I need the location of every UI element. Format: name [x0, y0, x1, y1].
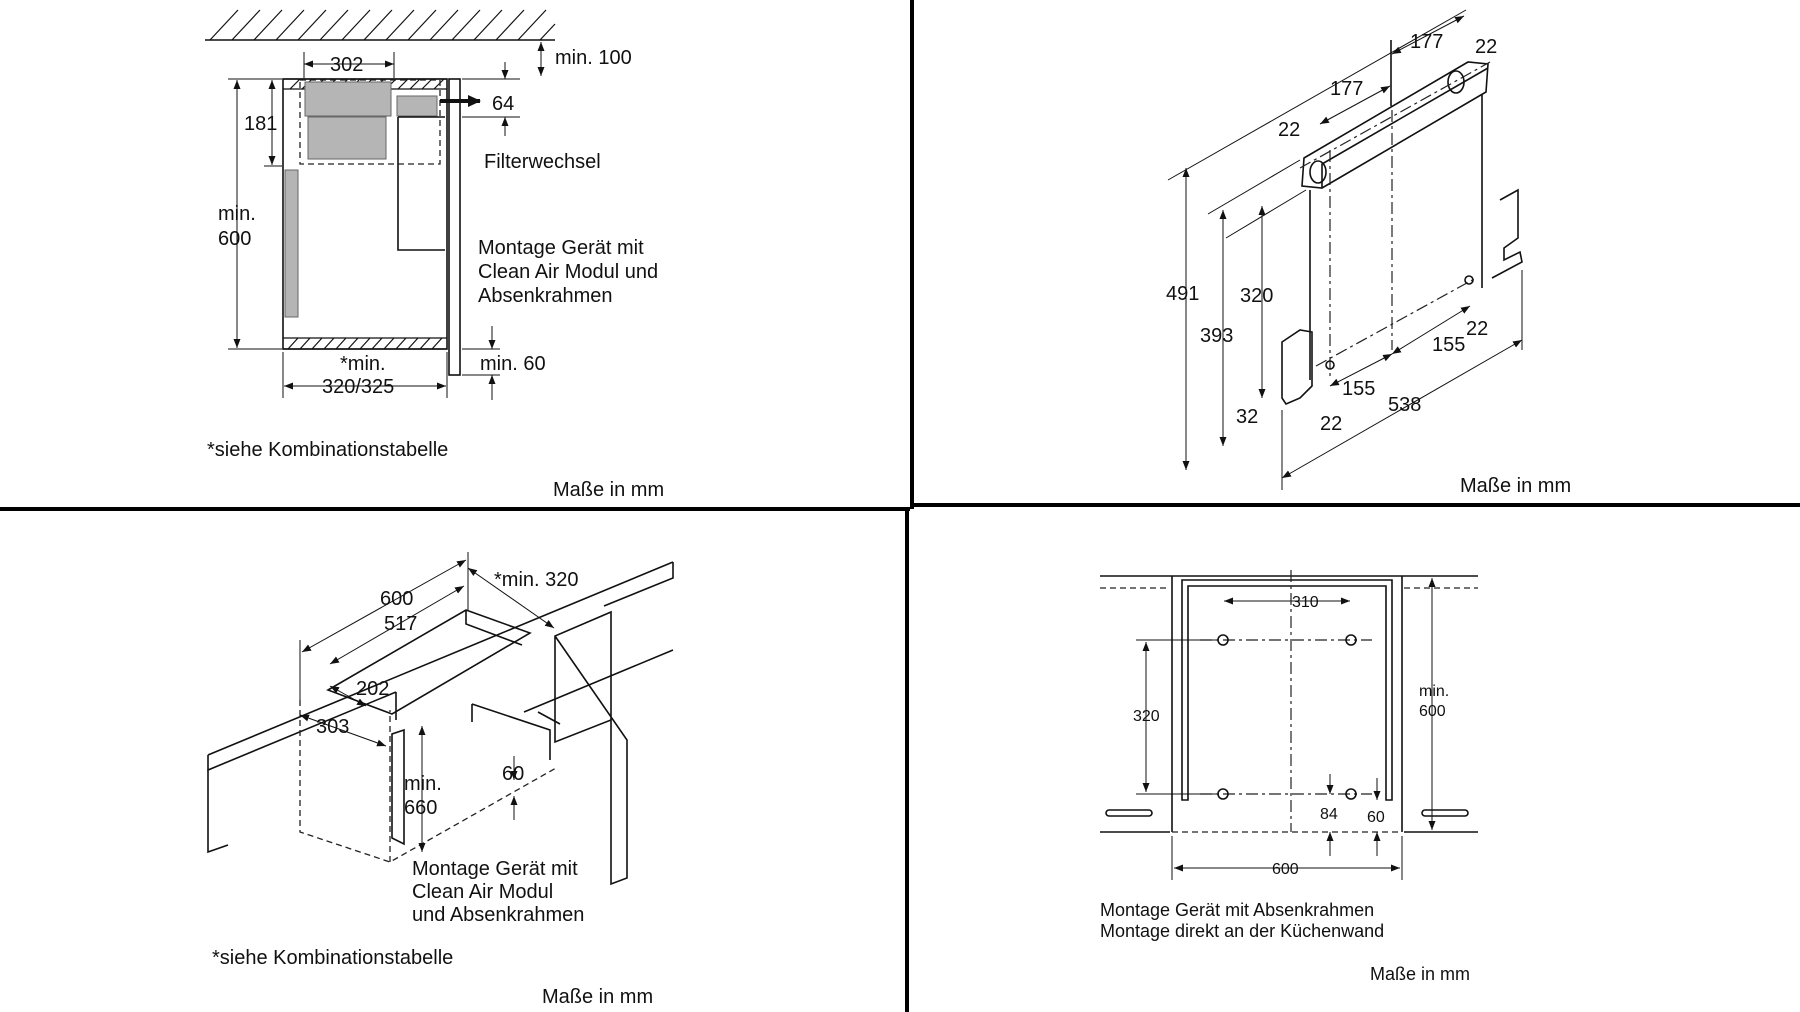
dim-min-320: *min. 320: [494, 569, 579, 591]
dim-22-top: 22: [1475, 36, 1497, 58]
mounting-hole-bottom-left: [1217, 788, 1229, 800]
mounting-note-line1: Montage Gerät mit Absenkrahmen: [1100, 900, 1374, 920]
dim-181: 181: [244, 113, 277, 135]
panel-bottom-right: 310 320 min. 600 84 60 600 Montage Gerät…: [1100, 570, 1478, 984]
dim-310: 310: [1292, 594, 1319, 611]
clean-air-module-upper: [304, 81, 392, 117]
dim-line-177-top: [1391, 15, 1465, 55]
dim-line-min320: [467, 567, 555, 629]
footnote-combination-table: *siehe Kombinationstabelle: [212, 947, 453, 969]
base-cabinet-outline: [299, 700, 557, 863]
dim-600-bottom: 600: [1272, 861, 1299, 878]
dim-177-top: 177: [1410, 31, 1443, 53]
dim-line-303: [299, 714, 387, 747]
centerline-top: [1299, 61, 1491, 169]
mounting-note-line2: Clean Air Modul: [412, 881, 553, 903]
dim-177-mid: 177: [1330, 78, 1363, 100]
mounting-hole-bottom-right: [1345, 788, 1357, 800]
lowering-frame: [397, 116, 445, 251]
cabinet-back: [471, 703, 551, 760]
dim-600-side: 600: [1419, 703, 1446, 720]
dim-line-538: [1281, 339, 1523, 479]
dim-min-60: min. 60: [480, 353, 546, 375]
dim-393: 393: [1200, 325, 1233, 347]
handle-left: [1105, 809, 1153, 817]
dim-303: 303: [316, 716, 349, 738]
dim-min-label: min.: [404, 773, 442, 795]
panel-top-left: 302 min. 100 64 181 min. 600 Filterwechs…: [205, 9, 664, 501]
dim-600: 600: [218, 228, 251, 250]
lowering-frame: [1181, 579, 1393, 801]
dim-min-label: min.: [218, 203, 256, 225]
dim-60: 60: [1367, 809, 1385, 826]
screw-hole-bottom-right: [1464, 275, 1474, 285]
dim-min-100: min. 100: [555, 47, 632, 69]
mounting-rail: [1301, 61, 1489, 189]
panel-bottom-left: 600 517 *min. 320 202 303 min. 660 60 Mo…: [207, 552, 674, 1008]
dim-320: 320: [1240, 285, 1273, 307]
clean-air-module-lower: [307, 116, 387, 160]
module-outline-dashed: [299, 79, 441, 165]
dim-302: 302: [330, 54, 363, 76]
dim-155-right: 155: [1432, 334, 1465, 356]
dim-320: 320: [1133, 708, 1160, 725]
dim-320-325: 320/325: [322, 376, 394, 398]
mounting-note-line1: Montage Gerät mit: [412, 858, 578, 880]
dim-202: 202: [356, 678, 389, 700]
panel-top-right: 177 22 177 22 491 393 320 155 22 155 32 …: [1166, 9, 1571, 497]
filterwechsel-label: Filterwechsel: [484, 151, 601, 173]
filter-outlet: [396, 95, 438, 117]
dim-22-right: 22: [1466, 318, 1488, 340]
mounting-hole-top-left: [1217, 634, 1229, 646]
side-bracket-left: [1281, 329, 1313, 405]
side-bracket-right: [1491, 188, 1523, 279]
dim-600: 600: [380, 588, 413, 610]
cabinet-bottom-hatch: [283, 337, 447, 350]
dim-60: 60: [502, 763, 524, 785]
worktop-front-edge: [207, 692, 397, 854]
dim-155-left: 155: [1342, 378, 1375, 400]
ceiling-hatch: [209, 9, 556, 41]
mounting-note-line2: Clean Air Modul und: [478, 261, 658, 283]
rail-hole-left: [1309, 160, 1327, 184]
dim-min-star: *min.: [340, 353, 386, 375]
dim-32: 32: [1236, 406, 1258, 428]
dim-84: 84: [1320, 806, 1338, 823]
dim-min-label: min.: [1419, 683, 1449, 700]
worktop: [207, 561, 674, 772]
mounting-note-line2: Montage direkt an der Küchenwand: [1100, 921, 1384, 941]
cabinet-right: [1401, 576, 1478, 833]
dim-22-bottom: 22: [1320, 413, 1342, 435]
footnote-combination-table: *siehe Kombinationstabelle: [207, 439, 448, 461]
cabinet-side-panel: [391, 728, 405, 846]
mounting-note-line1: Montage Gerät mit: [478, 237, 644, 259]
rail-hole-right: [1447, 70, 1465, 94]
dim-22-mid: 22: [1278, 119, 1300, 141]
dim-538: 538: [1388, 394, 1421, 416]
dim-64: 64: [492, 93, 514, 115]
dim-660: 660: [404, 797, 437, 819]
units-label: Maße in mm: [1370, 964, 1470, 984]
handle-right: [1421, 809, 1469, 817]
mounting-hole-top-right: [1345, 634, 1357, 646]
units-label: Maße in mm: [1460, 475, 1571, 497]
mounting-note-line3: und Absenkrahmen: [412, 904, 584, 926]
dim-line-202: [329, 685, 367, 707]
cooktop-recess: [465, 610, 523, 646]
units-label: Maße in mm: [553, 479, 664, 501]
side-panel: [284, 169, 299, 318]
dim-517: 517: [384, 613, 417, 635]
cabinet-door: [554, 610, 628, 886]
cabinet-door: [448, 78, 461, 376]
units-label: Maße in mm: [542, 986, 653, 1008]
door-handle: [537, 711, 561, 725]
dim-491: 491: [1166, 283, 1199, 305]
dim-line-517: [329, 585, 465, 665]
dim-line-177-mid: [1319, 85, 1391, 125]
cabinet-left: [1100, 576, 1173, 833]
mounting-note-line3: Absenkrahmen: [478, 285, 613, 307]
